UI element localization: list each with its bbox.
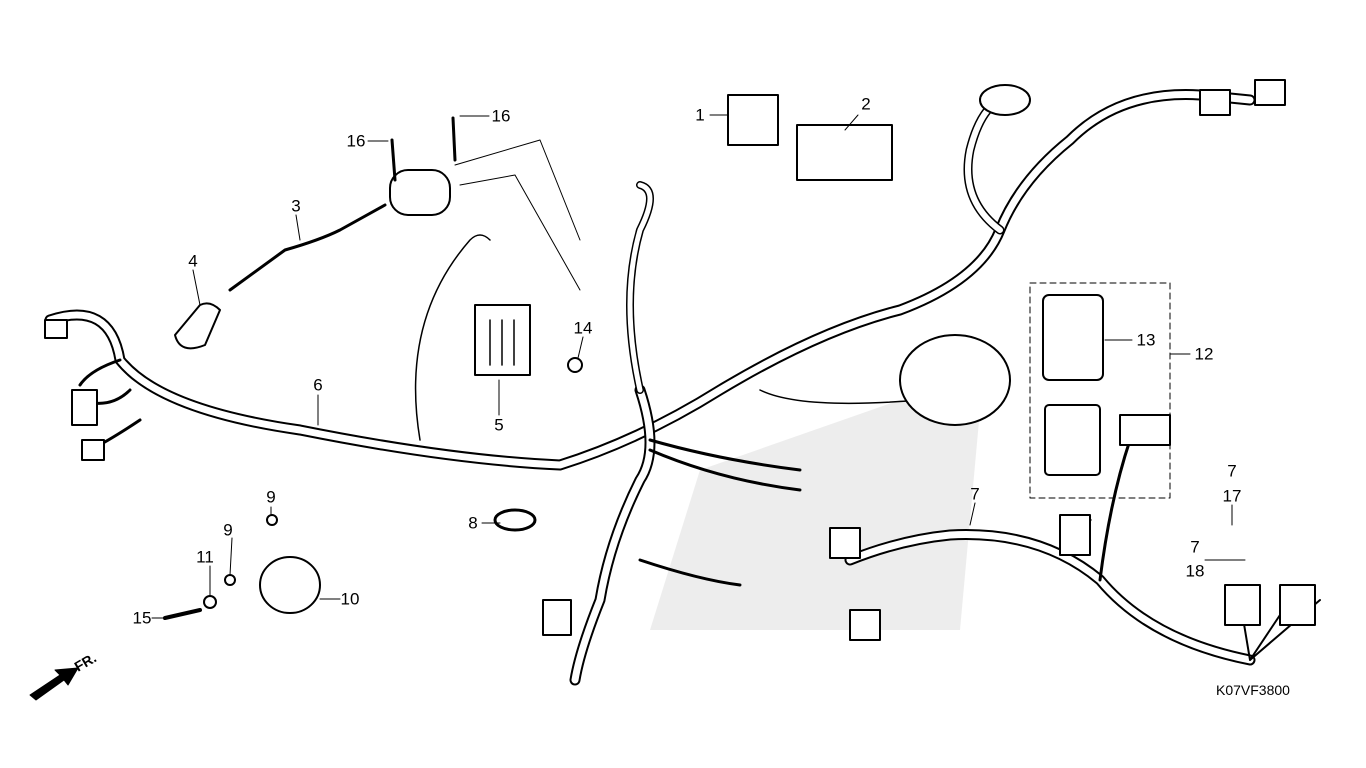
callout-11: 11	[196, 547, 214, 567]
callout-7: 7	[1190, 537, 1200, 557]
callout-1: 1	[695, 105, 705, 125]
callout-7: 7	[970, 484, 980, 504]
callout-7: 7	[1227, 461, 1237, 481]
callout-8: 8	[468, 513, 478, 533]
callout-3: 3	[291, 196, 301, 216]
callout-14: 14	[573, 318, 593, 338]
main-harness	[44, 89, 1256, 686]
front-arrow-icon	[29, 667, 79, 701]
callout-10: 10	[340, 589, 360, 609]
callout-16: 16	[346, 131, 366, 151]
callout-6: 6	[313, 375, 323, 395]
callout-17: 17	[1222, 486, 1242, 506]
relay	[1044, 404, 1101, 476]
spark-plug-cap	[174, 302, 221, 350]
callout-9: 9	[266, 487, 276, 507]
callout-13: 13	[1136, 330, 1156, 350]
callout-12: 12	[1194, 344, 1214, 364]
honda-watermark	[650, 400, 980, 630]
callout-4: 4	[188, 251, 198, 271]
callout-5: 5	[494, 415, 504, 435]
diagram-code: K07VF3800	[1216, 682, 1290, 698]
callout-18: 18	[1185, 561, 1205, 581]
callout-16: 16	[491, 106, 511, 126]
callout-9: 9	[223, 520, 233, 540]
part-1-cover	[727, 94, 779, 146]
ignition-coil	[389, 169, 451, 216]
callout-15: 15	[132, 608, 152, 628]
connector-boot	[899, 334, 1011, 426]
horn	[259, 556, 321, 614]
part-2-unit	[796, 124, 893, 181]
relay-13	[1042, 294, 1104, 381]
callout-2: 2	[861, 94, 871, 114]
